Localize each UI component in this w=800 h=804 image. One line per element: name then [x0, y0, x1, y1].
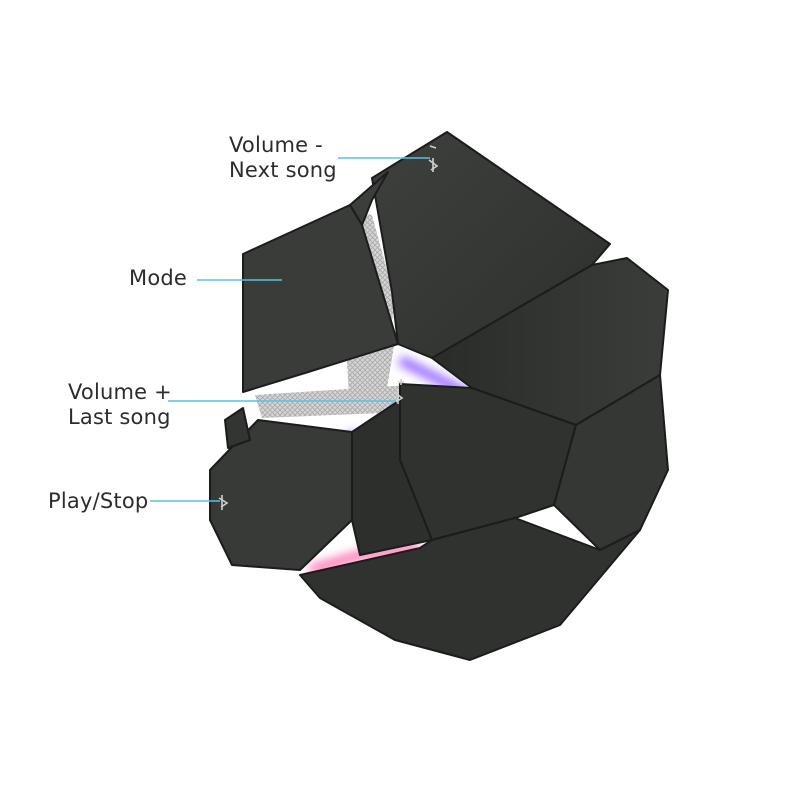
label-volume-plus: Volume + Last song: [68, 380, 172, 430]
plus-icon: [398, 379, 404, 385]
label-mode: Mode: [129, 266, 187, 291]
callout-lines: [150, 157, 430, 502]
label-volume-minus-line1: Volume -: [229, 133, 323, 157]
label-volume-plus-line2: Last song: [68, 405, 171, 429]
bluetooth-icon: [428, 158, 439, 172]
label-volume-minus-line2: Next song: [229, 158, 337, 182]
bluetooth-icon: [393, 390, 404, 404]
label-mode-text: Mode: [129, 266, 188, 290]
minus-icon: [429, 145, 437, 149]
speaker-cube: [209, 131, 669, 661]
bluetooth-icon: [218, 495, 229, 510]
label-play-stop: Play/Stop: [48, 489, 148, 514]
button-glyphs: [218, 145, 439, 510]
label-volume-plus-line1: Volume +: [68, 380, 172, 404]
label-volume-minus: Volume - Next song: [229, 133, 337, 183]
label-play-stop-text: Play/Stop: [48, 489, 149, 513]
